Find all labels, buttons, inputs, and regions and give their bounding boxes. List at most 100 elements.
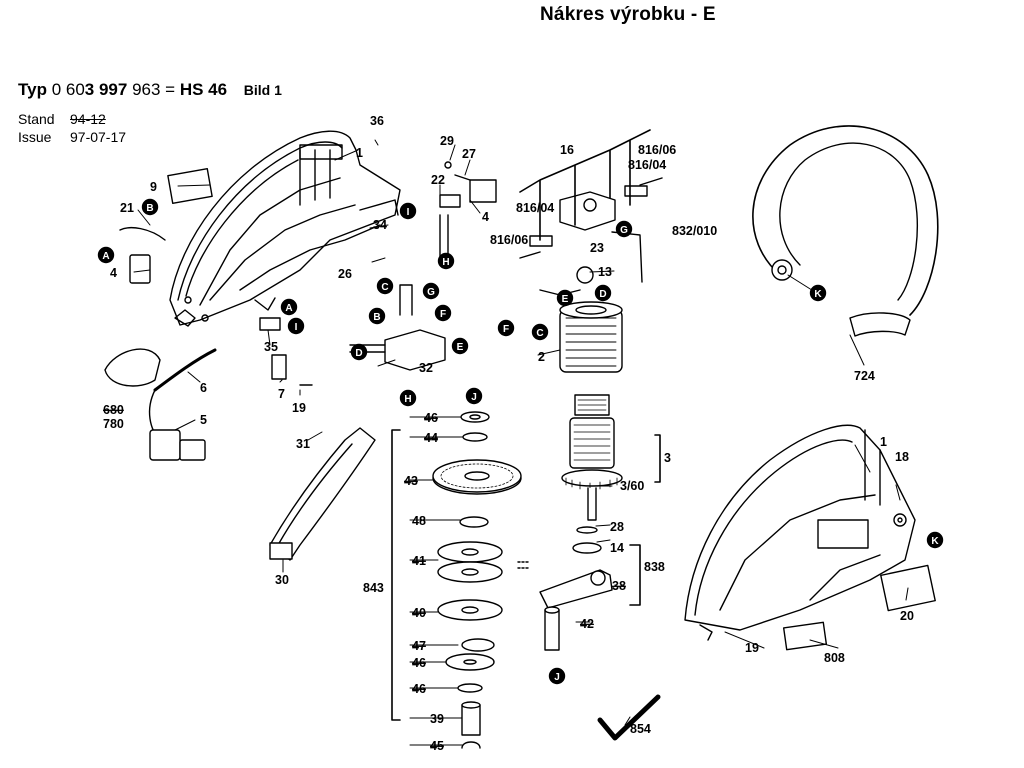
callout-j2: J — [548, 667, 566, 685]
part-labels: 1 36 9 21 4 29 27 22 4 34 26 32 35 6 7 1… — [103, 114, 914, 753]
label-p44: 44 — [424, 431, 438, 445]
brackets — [391, 129, 661, 721]
callout-c1: C — [376, 277, 394, 295]
callout-k1: K — [809, 284, 827, 302]
label-p38: 38 — [612, 579, 626, 593]
label-p816-06b: 816/06 — [490, 233, 528, 247]
svg-text:K: K — [814, 289, 822, 300]
label-p35: 35 — [264, 340, 278, 354]
type-line: Typ 0 603 997 963 = HS 46 Bild 1 — [18, 80, 282, 100]
svg-text:A: A — [285, 303, 292, 314]
callout-e2: E — [556, 289, 574, 307]
svg-text:K: K — [931, 536, 939, 547]
svg-text:I: I — [295, 322, 298, 333]
callout-d1: D — [350, 343, 368, 361]
label-p2: 2 — [538, 350, 545, 364]
armature — [561, 394, 623, 521]
callout-markers: A B I H C G A I B F D E H J G E D F C J … — [97, 198, 944, 685]
label-p49: 46 — [412, 656, 426, 670]
typ-bold: 3 997 — [84, 80, 128, 99]
right-housing-half — [684, 424, 916, 641]
svg-text:B: B — [373, 312, 380, 323]
callout-g1: G — [422, 282, 440, 300]
label-p838: 838 — [644, 560, 665, 574]
label-p26: 26 — [338, 267, 352, 281]
issue-row: Issue 97-07-17 — [18, 129, 126, 145]
label-p41: 41 — [412, 554, 426, 568]
callout-c2: C — [531, 323, 549, 341]
label-p36: 36 — [370, 114, 384, 128]
label-p3-60: 3/60 — [620, 479, 644, 493]
label-p34: 34 — [373, 218, 387, 232]
hex-key — [597, 694, 661, 741]
svg-text:D: D — [599, 289, 606, 300]
typ-prefix: 0 60 — [51, 80, 85, 99]
label-p19: 19 — [292, 401, 306, 415]
callout-b1: B — [141, 198, 159, 216]
label-p48: 48 — [412, 514, 426, 528]
label-p1: 1 — [356, 146, 363, 160]
svg-text:C: C — [381, 282, 388, 293]
label-p43: 43 — [404, 474, 418, 488]
loop-handle — [752, 125, 939, 337]
issue-label: Issue — [18, 129, 52, 145]
typ-suffix: 963 = — [127, 80, 180, 99]
callout-f1: F — [434, 304, 452, 322]
label-p22: 22 — [431, 173, 445, 187]
label-p13: 13 — [598, 265, 612, 279]
svg-text:G: G — [620, 225, 628, 236]
switch-block — [349, 161, 497, 371]
label-p46: 46 — [424, 411, 438, 425]
svg-text:A: A — [102, 251, 109, 262]
callout-h1: H — [437, 252, 455, 270]
label-p1b: 1 — [880, 435, 887, 449]
callout-i2: I — [287, 317, 305, 335]
svg-text:B: B — [146, 203, 153, 214]
label-p4: 4 — [110, 266, 117, 280]
label-p724: 724 — [854, 369, 875, 383]
bild-label: Bild 1 — [243, 82, 282, 98]
svg-text:G: G — [427, 287, 435, 298]
svg-text:F: F — [503, 324, 509, 335]
gear-stack — [432, 411, 522, 749]
label-p854: 854 — [630, 722, 651, 736]
label-p27: 27 — [462, 147, 476, 161]
callout-f2: F — [497, 319, 515, 337]
label-p5: 5 — [200, 413, 207, 427]
callout-b2: B — [368, 307, 386, 325]
issue-value: 97-07-17 — [70, 129, 127, 145]
label-p40: 40 — [412, 606, 426, 620]
label-p31: 31 — [296, 437, 310, 451]
label-p832: 832/010 — [672, 224, 717, 238]
callout-h2: H — [399, 389, 417, 407]
callout-d2: D — [594, 284, 612, 302]
label-p9: 9 — [150, 180, 157, 194]
label-p45: 45 — [430, 739, 444, 753]
label-p14: 14 — [610, 541, 624, 555]
svg-text:E: E — [562, 294, 569, 305]
svg-text:I: I — [407, 207, 410, 218]
callout-a1: A — [97, 246, 115, 264]
label-p16: 16 — [560, 143, 574, 157]
stand-value: 94-12 — [70, 111, 106, 127]
label-p19b: 19 — [745, 641, 759, 655]
label-p47: 47 — [412, 639, 426, 653]
label-p3: 3 — [664, 451, 671, 465]
label-p816-06a: 816/06 — [638, 143, 676, 157]
leader-lines — [133, 139, 909, 746]
callout-g2: G — [615, 220, 633, 238]
label-p20: 20 — [900, 609, 914, 623]
label-p32: 32 — [419, 361, 433, 375]
callout-j1: J — [465, 387, 483, 405]
callout-k2: K — [926, 531, 944, 549]
label-p30: 30 — [275, 573, 289, 587]
label-plates — [167, 168, 936, 651]
svg-text:J: J — [554, 672, 560, 683]
svg-text:D: D — [355, 348, 362, 359]
blade-guard-arm — [269, 427, 376, 561]
connecting-rod — [517, 526, 613, 651]
label-p816-04a: 816/04 — [628, 158, 666, 172]
callout-e1: E — [451, 337, 469, 355]
label-p4b: 4 — [482, 210, 489, 224]
